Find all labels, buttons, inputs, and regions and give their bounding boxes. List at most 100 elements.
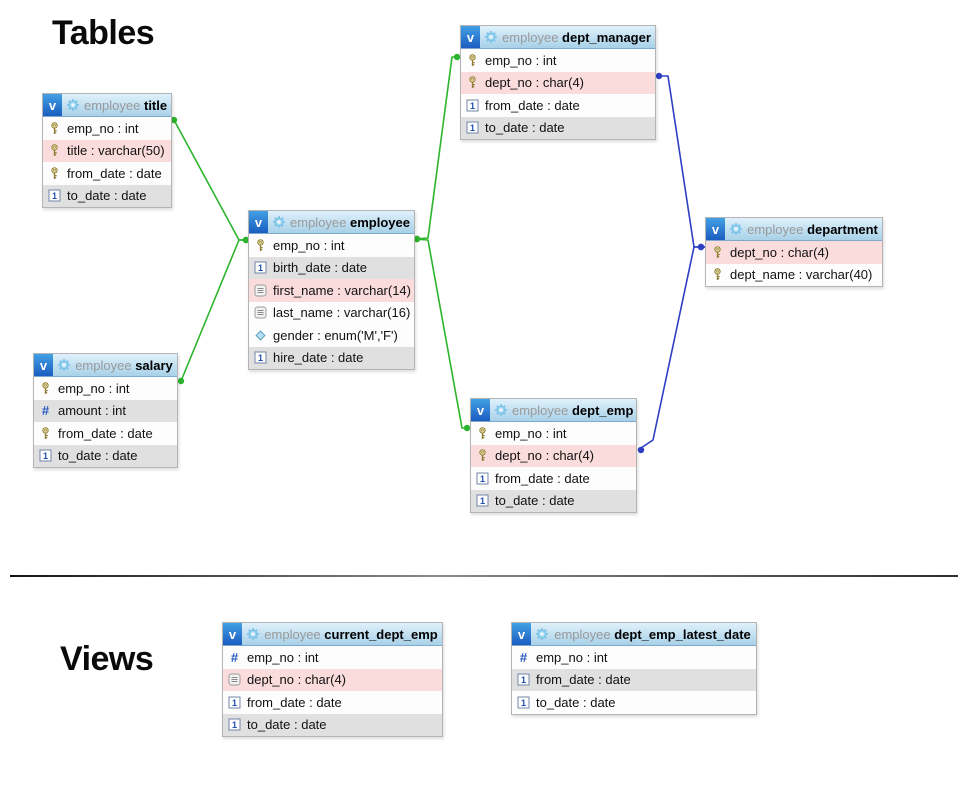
table-header[interactable]: v employee dept_emp — [471, 399, 636, 422]
table-title: employee department — [743, 222, 882, 237]
key-icon — [476, 426, 489, 440]
gear-icon[interactable] — [484, 30, 498, 44]
table-name: current_dept_emp — [324, 626, 438, 642]
column-row-salary[interactable]: from_date : date — [34, 422, 177, 445]
table-dept_manager[interactable]: v employee dept_manager emp_no : int dept_n… — [460, 25, 656, 140]
svg-text:1: 1 — [52, 191, 57, 201]
svg-text:1: 1 — [470, 101, 475, 111]
gear-icon[interactable] — [57, 358, 71, 372]
view-badge-icon: v — [512, 623, 531, 645]
column-row-dept_emp[interactable]: emp_no : int — [471, 422, 636, 445]
table-name: department — [807, 221, 878, 237]
table-dept_emp[interactable]: v employee dept_emp emp_no : int dept_no : … — [470, 398, 637, 513]
database-name: employee — [747, 221, 808, 237]
column-text: dept_name : varchar(40) — [730, 267, 873, 283]
doc-icon — [228, 673, 241, 686]
column-row-salary[interactable]: #amount : int — [34, 399, 177, 422]
table-title: employee dept_emp — [508, 403, 636, 418]
column-row-title[interactable]: emp_no : int — [43, 117, 171, 140]
column-row-dept_manager[interactable]: emp_no : int — [461, 49, 655, 72]
column-row-current_dept_emp[interactable]: dept_no : char(4) — [223, 668, 442, 691]
column-row-salary[interactable]: emp_no : int — [34, 377, 177, 400]
calendar-icon: 1 — [228, 696, 241, 709]
section-divider — [10, 575, 958, 577]
column-row-title[interactable]: from_date : date — [43, 162, 171, 185]
column-row-employee[interactable]: gender : enum('M','F') — [249, 324, 414, 347]
column-row-dept_emp_latest_date[interactable]: #emp_no : int — [512, 646, 756, 669]
column-row-title[interactable]: 1 to_date : date — [43, 184, 171, 207]
column-text: last_name : varchar(16) — [273, 305, 411, 321]
doc-icon — [254, 284, 267, 297]
column-text: to_date : date — [485, 120, 565, 136]
column-row-current_dept_emp[interactable]: 1 from_date : date — [223, 691, 442, 714]
column-row-department[interactable]: dept_name : varchar(40) — [706, 263, 882, 286]
database-name: employee — [512, 402, 572, 418]
column-row-dept_manager[interactable]: dept_no : char(4) — [461, 71, 655, 94]
column-row-title[interactable]: title : varchar(50) — [43, 139, 171, 162]
svg-text:1: 1 — [480, 496, 485, 506]
gear-icon[interactable] — [272, 215, 286, 229]
gear-icon[interactable] — [494, 403, 508, 417]
column-row-dept_emp[interactable]: dept_no : char(4) — [471, 444, 636, 467]
view-badge-icon: v — [249, 211, 268, 233]
column-text: from_date : date — [247, 694, 342, 710]
column-text: dept_no : char(4) — [495, 448, 595, 464]
svg-text:1: 1 — [258, 353, 263, 363]
gear-icon[interactable] — [66, 98, 80, 112]
column-row-dept_manager[interactable]: 1 to_date : date — [461, 116, 655, 139]
column-text: to_date : date — [495, 493, 575, 509]
column-row-current_dept_emp[interactable]: #emp_no : int — [223, 646, 442, 669]
gear-icon[interactable] — [246, 627, 260, 641]
column-text: from_date : date — [58, 425, 153, 441]
column-text: to_date : date — [536, 694, 616, 710]
column-text: title : varchar(50) — [67, 143, 165, 159]
database-name: employee — [75, 357, 136, 373]
column-text: to_date : date — [67, 188, 147, 204]
column-text: from_date : date — [495, 470, 590, 486]
view-badge-icon: v — [461, 26, 480, 48]
database-name: employee — [502, 29, 563, 45]
calendar-icon: 1 — [254, 261, 267, 274]
gear-icon[interactable] — [729, 222, 743, 236]
view-badge-icon: v — [43, 94, 62, 116]
column-row-employee[interactable]: emp_no : int — [249, 234, 414, 257]
table-title: employee employee — [286, 215, 414, 230]
calendar-icon: 1 — [466, 121, 479, 134]
column-text: dept_no : char(4) — [247, 672, 347, 688]
column-row-employee[interactable]: last_name : varchar(16) — [249, 301, 414, 324]
column-text: emp_no : int — [67, 120, 139, 136]
calendar-icon: 1 — [228, 718, 241, 731]
database-name: employee — [554, 626, 615, 642]
table-name: dept_manager — [562, 29, 651, 45]
column-text: from_date : date — [67, 165, 162, 181]
column-text: emp_no : int — [485, 52, 557, 68]
database-name: employee — [84, 97, 144, 113]
gear-icon[interactable] — [535, 627, 549, 641]
database-name: employee — [290, 214, 350, 230]
column-row-department[interactable]: dept_no : char(4) — [706, 241, 882, 264]
table-header[interactable]: v employee employee — [249, 211, 414, 234]
column-row-dept_emp[interactable]: 1 to_date : date — [471, 489, 636, 512]
view-badge-icon: v — [471, 399, 490, 421]
table-header[interactable]: v employee dept_manager — [461, 26, 655, 49]
column-row-employee[interactable]: first_name : varchar(14) — [249, 279, 414, 302]
